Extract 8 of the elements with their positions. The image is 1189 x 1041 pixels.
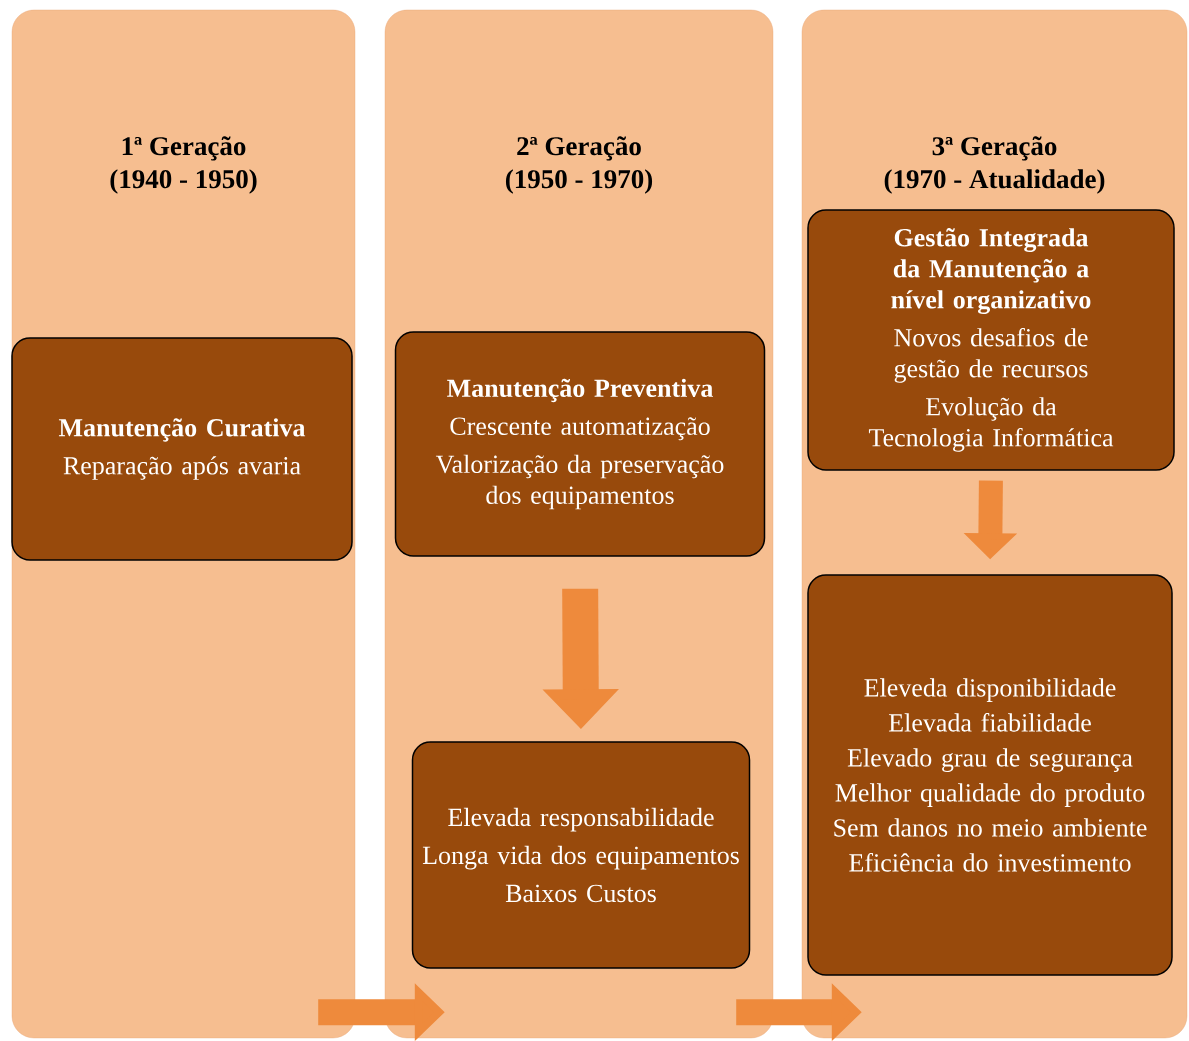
text-box: Manutenção Curativa Reparação após avaria	[11, 337, 353, 561]
text-box: Eleveda disponibilidade Elevada fiabilidade Elevado grau de segurança Melhor qualidade do produto Sem danos no meio ambiente Eficiência do investimento	[807, 574, 1173, 976]
text-box: Gestão Integrada da Manutenção a nível organizativo Novos desafios de gestão de recursos Evolução da Tecnologia Informática	[807, 209, 1175, 471]
column-heading: 2ª Geração (1950 - 1970)	[505, 136, 653, 194]
text-box: Manutenção Preventiva Crescente automatização Valorização da preservação dos equipamentos	[394, 331, 766, 557]
text-box: Elevada responsabilidade Longa vida dos equipamentos Baixos Custos	[411, 741, 751, 969]
column-heading: 3ª Geração (1970 - Atualidade)	[884, 136, 1105, 194]
column-heading: 1ª Geração (1940 - 1950)	[110, 136, 257, 194]
